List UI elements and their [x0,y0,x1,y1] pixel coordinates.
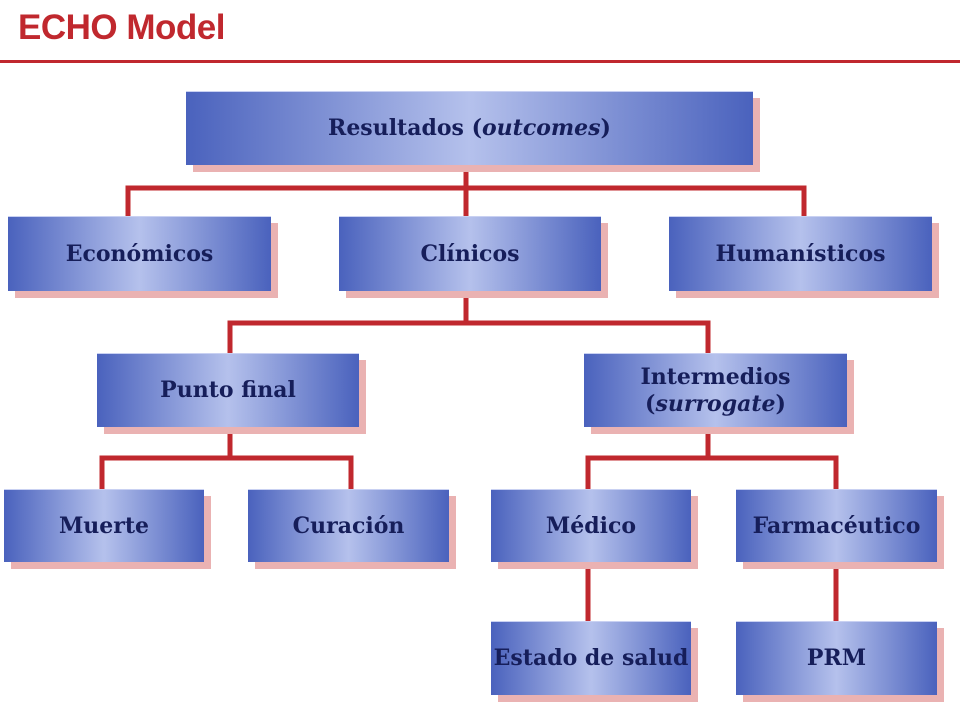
node-farmaceutico-label: Farmacéutico [752,512,921,539]
node-muerte-label: Muerte [58,512,150,539]
node-humanisticos: Humanísticos [669,216,932,291]
node-resultados-text: Resultados (outcomes) [328,115,611,142]
node-clinicos-label: Clínicos [420,240,520,267]
node-intermedios-line1: Intermedios [640,364,791,391]
node-estado-salud: Estado de salud [491,621,691,695]
node-prm-label: PRM [806,645,867,672]
node-economicos: Económicos [8,216,271,291]
node-curacion: Curación [248,489,449,562]
node-prm: PRM [736,621,937,695]
node-medico-label: Médico [545,512,637,539]
node-muerte: Muerte [4,489,204,562]
node-intermedios: Intermedios (surrogate) [584,353,847,427]
node-resultados: Resultados (outcomes) [186,91,753,165]
node-punto-final-label: Punto final [160,377,296,404]
node-punto-final: Punto final [97,353,359,427]
node-humanisticos-label: Humanísticos [715,240,886,267]
node-intermedios-line2: (surrogate) [645,390,786,417]
node-curacion-label: Curación [292,512,405,539]
node-estado-salud-label: Estado de salud [493,645,689,672]
node-farmaceutico: Farmacéutico [736,489,937,562]
page-title: ECHO Model [18,8,225,47]
title-underline [0,60,960,63]
node-economicos-label: Económicos [65,240,214,267]
node-medico: Médico [491,489,691,562]
node-clinicos: Clínicos [339,216,601,291]
